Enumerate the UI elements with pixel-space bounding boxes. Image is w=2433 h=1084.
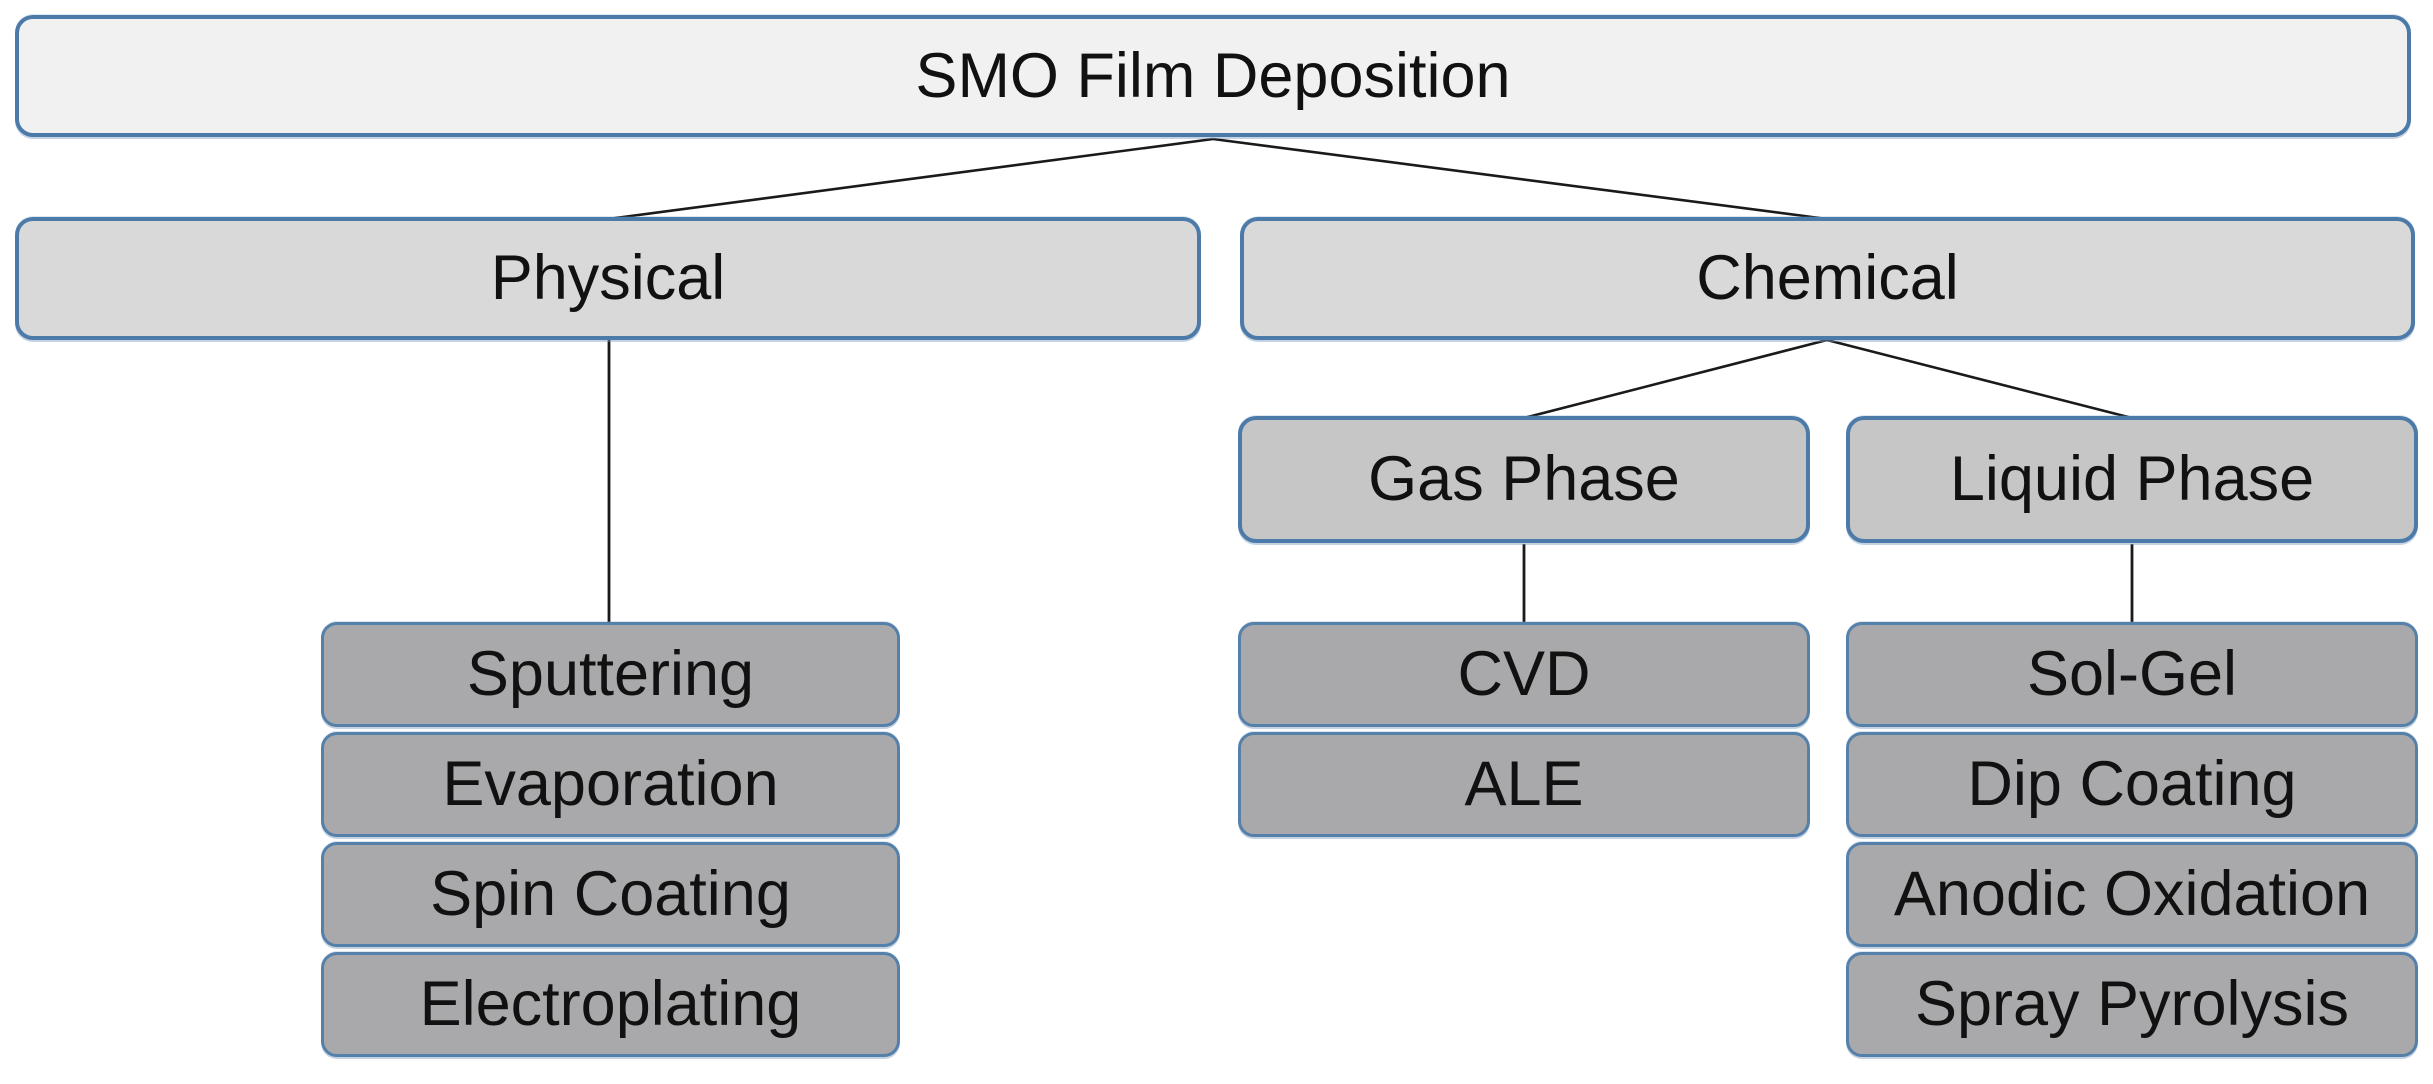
node-ale-label: ALE xyxy=(1464,749,1584,819)
connector-chemical-gas xyxy=(1523,338,1828,420)
node-physical: Physical xyxy=(15,217,1201,340)
node-anodic-oxidation: Anodic Oxidation xyxy=(1846,842,2418,947)
node-evaporation-label: Evaporation xyxy=(442,749,779,819)
connector-root-physical xyxy=(607,137,1214,221)
node-sol-gel-label: Sol-Gel xyxy=(2026,639,2238,709)
node-spin-coating-label: Spin Coating xyxy=(430,859,791,929)
node-sol-gel: Sol-Gel xyxy=(1846,622,2418,727)
connector-root-chemical xyxy=(1212,137,1828,221)
node-chemical-label: Chemical xyxy=(1696,243,1959,313)
node-ale: ALE xyxy=(1238,732,1810,837)
node-dip-coating-label: Dip Coating xyxy=(1967,749,2297,819)
node-electroplating-label: Electroplating xyxy=(419,969,802,1039)
node-spin-coating: Spin Coating xyxy=(321,842,900,947)
node-evaporation: Evaporation xyxy=(321,732,900,837)
node-cvd: CVD xyxy=(1238,622,1810,727)
node-gas-phase: Gas Phase xyxy=(1238,416,1810,543)
node-anodic-oxidation-label: Anodic Oxidation xyxy=(1893,859,2371,929)
node-gas-phase-label: Gas Phase xyxy=(1368,444,1680,514)
node-sputtering: Sputtering xyxy=(321,622,900,727)
node-sputtering-label: Sputtering xyxy=(466,639,755,709)
node-spray-pyrolysis: Spray Pyrolysis xyxy=(1846,952,2418,1057)
node-liquid-phase: Liquid Phase xyxy=(1846,416,2418,543)
node-dip-coating: Dip Coating xyxy=(1846,732,2418,837)
node-cvd-label: CVD xyxy=(1457,639,1591,709)
node-chemical: Chemical xyxy=(1240,217,2415,340)
node-physical-label: Physical xyxy=(490,243,726,313)
connector-chemical-liquid xyxy=(1826,338,2133,420)
node-liquid-phase-label: Liquid Phase xyxy=(1949,444,2315,514)
node-electroplating: Electroplating xyxy=(321,952,900,1057)
node-spray-pyrolysis-label: Spray Pyrolysis xyxy=(1914,969,2350,1039)
node-smo-film-deposition-label: SMO Film Deposition xyxy=(915,40,1511,111)
node-smo-film-deposition: SMO Film Deposition xyxy=(15,15,2411,137)
